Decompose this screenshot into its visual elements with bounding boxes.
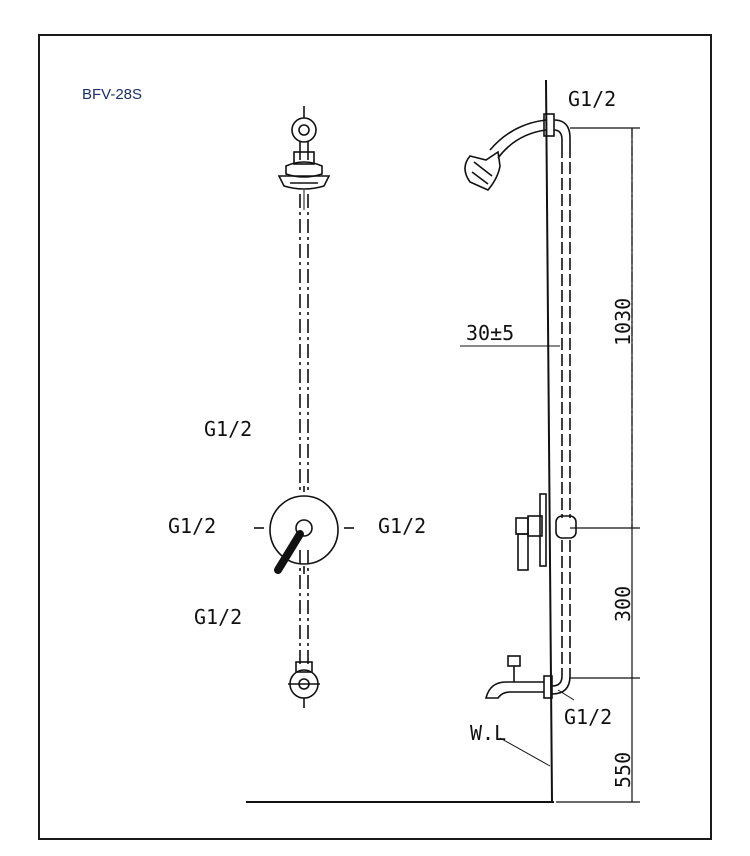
side-shower-arm — [489, 113, 571, 159]
dimension-lower: 550 — [611, 752, 635, 788]
model-number: BFV-28S — [82, 86, 143, 103]
side-view — [246, 79, 577, 803]
side-top-port-label: G1/2 — [568, 87, 616, 111]
side-shower-head — [464, 150, 501, 191]
front-bottom-spout — [288, 661, 320, 708]
dimension-middle: 300 — [611, 586, 635, 622]
front-riser-pipe — [299, 194, 309, 664]
front-lower-port-label: G1/2 — [194, 605, 242, 629]
front-view — [254, 106, 354, 708]
side-tub-spout — [484, 655, 553, 699]
side-bottom-port-label: G1/2 — [564, 705, 612, 729]
dimension-values: 1030 300 550 — [611, 298, 635, 788]
front-upper-port-label: G1/2 — [204, 417, 252, 441]
front-top-flange — [291, 106, 317, 160]
front-shower-head — [277, 151, 331, 190]
tolerance-label: 30±5 — [466, 321, 514, 345]
front-left-port-label: G1/2 — [168, 514, 216, 538]
dimension-lines — [556, 127, 640, 803]
dimension-upper: 1030 — [611, 298, 635, 346]
front-mixing-valve — [254, 486, 354, 574]
side-mixing-valve — [515, 493, 577, 571]
water-level-label: W.L — [470, 721, 506, 745]
front-view-labels: G1/2 G1/2 G1/2 G1/2 — [168, 417, 426, 629]
drawing-frame — [38, 34, 712, 840]
valve-lever-handle — [274, 530, 304, 574]
wall-line — [545, 79, 553, 803]
side-riser-pipe — [561, 146, 571, 676]
side-view-labels: G1/2 30±5 G1/2 W.L — [466, 87, 616, 745]
front-right-port-label: G1/2 — [378, 514, 426, 538]
